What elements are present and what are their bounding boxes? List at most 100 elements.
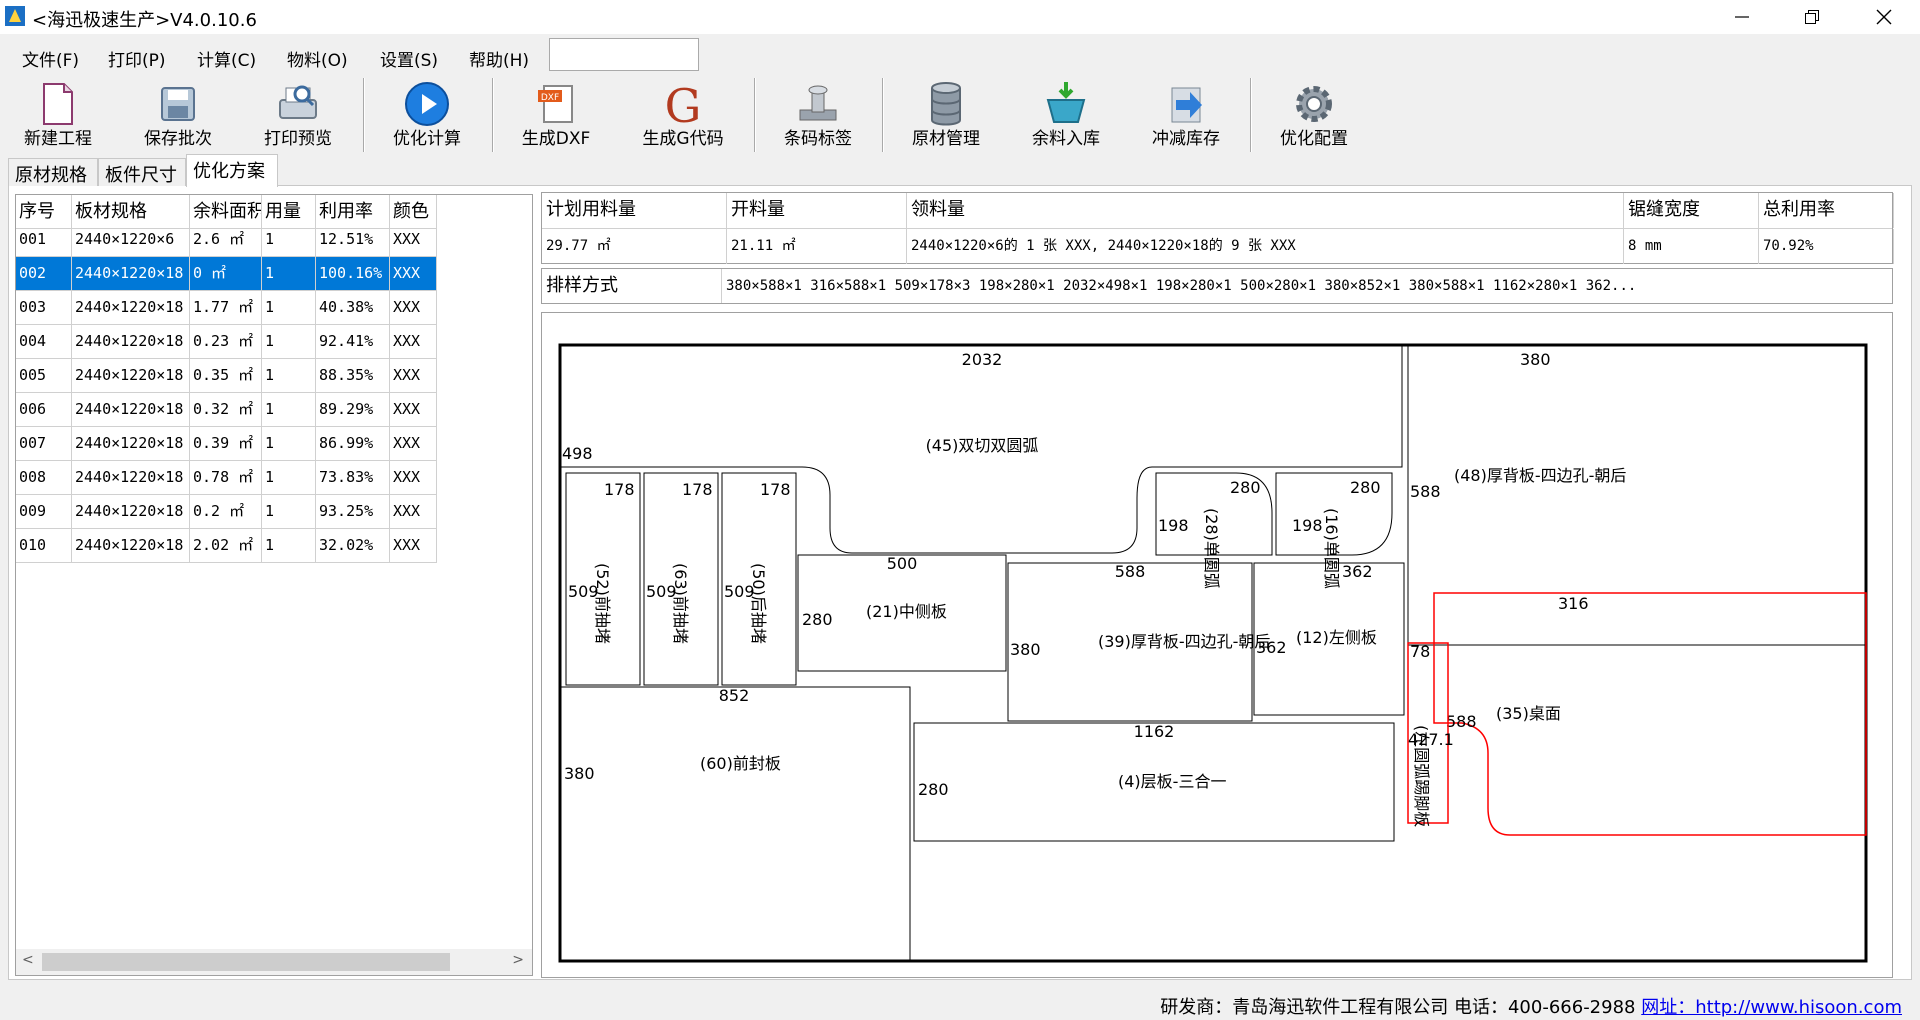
part-52[interactable]: 178 509 (52)前抽堵 — [565, 472, 641, 686]
part-48-width: 380 — [1520, 350, 1551, 369]
part-50[interactable]: 178 509 (50)后抽堵 — [721, 472, 797, 686]
generate-dxf-button[interactable]: DXF 生成DXF — [514, 76, 598, 154]
cell-util: 40.38% — [316, 291, 390, 325]
title-bar: <海迅极速生产>V4.0.10.6 — [0, 0, 1920, 34]
part-50-height: 509 — [724, 582, 755, 601]
part-48-height: 588 — [1410, 482, 1441, 501]
cell-spec: 2440×1220×18 — [72, 393, 190, 427]
barcode-label-button[interactable]: 条码标签 — [776, 76, 860, 154]
part-35-width: 316 — [1558, 594, 1589, 613]
part-kickboard[interactable]: 78 427.1 (左圆弧踢脚板 — [1407, 642, 1454, 827]
part-35[interactable]: 316 588 (35)桌面 — [1433, 592, 1867, 836]
menu-print[interactable]: 打印(P) — [108, 51, 166, 71]
restore-button[interactable] — [1782, 0, 1842, 34]
cell-color: XXX — [390, 359, 437, 393]
picked-material-value: 2440×1220×6的 1 张 XXX, 2440×1220×18的 9 张 … — [907, 229, 1624, 264]
menu-search-input[interactable] — [549, 38, 699, 71]
cell-spec: 2440×1220×18 — [72, 291, 190, 325]
scroll-thumb[interactable] — [42, 953, 450, 971]
database-icon — [931, 82, 961, 126]
menu-calculate[interactable]: 计算(C) — [197, 51, 257, 71]
minimize-button[interactable] — [1712, 0, 1772, 34]
part-12[interactable]: 362 362 (12)左侧板 — [1253, 562, 1405, 716]
part-60[interactable]: 852 380 (60)前封板 — [559, 686, 911, 962]
cell-spec: 2440×1220×18 — [72, 495, 190, 529]
cut-material-value: 21.11 ㎡ — [727, 229, 907, 264]
part-52-height: 509 — [568, 582, 599, 601]
part-21[interactable]: 500 280 (21)中侧板 — [797, 554, 1007, 672]
part-63[interactable]: 178 509 (63)前抽堵 — [643, 472, 719, 686]
tab-optimization-plan[interactable]: 优化方案 — [186, 154, 278, 187]
cell-remnant: 2.02 ㎡ — [190, 529, 262, 563]
cutting-layout-canvas[interactable]: 2032 498 (45)双切双圆弧 380 588 (48)厚背板-四边孔-朝… — [541, 312, 1893, 978]
cell-color: XXX — [390, 495, 437, 529]
cell-color: XXX — [390, 461, 437, 495]
website-link[interactable]: 网址：http://www.hisoon.com — [1641, 997, 1902, 1018]
cell-color: XXX — [390, 257, 437, 291]
cell-remnant: 1.77 ㎡ — [190, 291, 262, 325]
part-12-height: 362 — [1256, 638, 1287, 657]
part-28[interactable]: 280 198 (28)单圆弧 — [1155, 472, 1273, 589]
tab-part-size[interactable]: 板件尺寸 — [98, 158, 186, 186]
close-button[interactable] — [1854, 0, 1914, 34]
part-45-label: (45)双切双圆弧 — [926, 436, 1039, 455]
menu-help[interactable]: 帮助(H) — [469, 51, 530, 71]
part-39[interactable]: 588 380 (39)厚背板-四边孔-朝后 — [1007, 562, 1270, 722]
part-16[interactable]: 280 198 (16)单圆弧 — [1275, 472, 1393, 589]
part-60-label: (60)前封板 — [700, 754, 781, 773]
kickboard-height: 427.1 — [1408, 730, 1454, 749]
cell-seq: 009 — [16, 495, 72, 529]
cell-color: XXX — [390, 223, 437, 257]
toolbar-separator — [754, 78, 756, 152]
menu-settings[interactable]: 设置(S) — [380, 51, 439, 71]
remnant-stock-in-button[interactable]: 余料入库 — [1024, 76, 1108, 154]
optimize-settings-button[interactable]: 优化配置 — [1272, 76, 1356, 154]
scroll-right-icon[interactable]: > — [512, 952, 524, 968]
part-63-height: 509 — [646, 582, 677, 601]
planned-material-value: 29.77 ㎡ — [542, 229, 727, 264]
cell-util: 73.83% — [316, 461, 390, 495]
horizontal-scrollbar[interactable]: < > — [16, 949, 532, 975]
summary-header-cell: 领料量 — [907, 193, 1624, 228]
cell-util: 32.02% — [316, 529, 390, 563]
header-cell-color: 颜色 — [390, 195, 437, 229]
deduct-inventory-button[interactable]: 冲减库存 — [1144, 76, 1228, 154]
generate-gcode-button[interactable]: G 生成G代码 — [642, 80, 724, 149]
part-63-width: 178 — [682, 480, 713, 499]
cell-remnant: 0 ㎡ — [190, 257, 262, 291]
layout-method-label: 排样方式 — [542, 269, 722, 303]
cell-spec: 2440×1220×18 — [72, 325, 190, 359]
kickboard-label: (左圆弧踢脚板 — [1412, 725, 1431, 827]
part-48[interactable]: 380 588 (48)厚背板-四边孔-朝后 — [1407, 344, 1867, 646]
cell-qty: 1 — [262, 461, 316, 495]
menu-material[interactable]: 物料(O) — [287, 51, 348, 71]
cell-util: 86.99% — [316, 427, 390, 461]
basket-icon — [1046, 82, 1086, 123]
cell-seq: 004 — [16, 325, 72, 359]
part-45[interactable]: 2032 498 (45)双切双圆弧 — [559, 344, 1403, 554]
cell-remnant: 0.35 ㎡ — [190, 359, 262, 393]
optimize-button[interactable]: 优化计算 — [385, 76, 469, 154]
menu-file[interactable]: 文件(F) — [22, 51, 80, 71]
new-project-button[interactable]: 新建工程 — [16, 76, 100, 154]
scroll-left-icon[interactable]: < — [22, 952, 34, 968]
material-management-button[interactable]: 原材管理 — [904, 76, 988, 154]
cell-spec: 2440×1220×18 — [72, 461, 190, 495]
dxf-icon: DXF — [538, 85, 573, 123]
part-4[interactable]: 1162 280 (4)层板-三合一 — [913, 722, 1395, 842]
print-preview-button[interactable]: 打印预览 — [256, 76, 340, 154]
cell-qty: 1 — [262, 495, 316, 529]
tab-raw-material[interactable]: 原材规格 — [8, 158, 98, 186]
save-batch-button[interactable]: 保存批次 — [136, 76, 220, 154]
minimize-icon — [1735, 16, 1749, 18]
